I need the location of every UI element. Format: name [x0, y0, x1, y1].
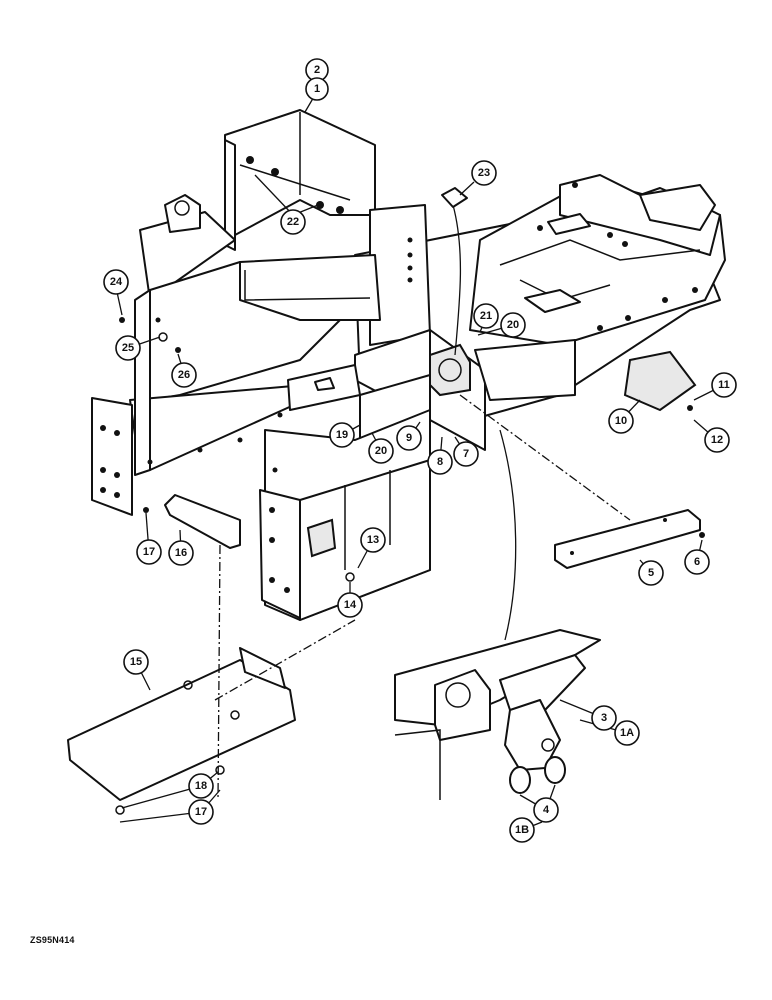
callout: 25	[115, 335, 141, 361]
svg-text:4: 4	[543, 804, 550, 816]
washer	[215, 765, 225, 775]
side-plate	[554, 509, 701, 569]
svg-text:18: 18	[195, 780, 207, 792]
callout: 15	[123, 649, 149, 675]
svg-text:1A: 1A	[620, 727, 634, 739]
svg-text:5: 5	[648, 567, 654, 579]
callout: 14	[337, 592, 363, 618]
svg-text:3: 3	[601, 712, 607, 724]
left-platform	[91, 194, 381, 516]
svg-text:1: 1	[314, 83, 320, 95]
alignment-line	[459, 394, 631, 521]
callout: 4	[533, 797, 559, 823]
bolt	[699, 532, 705, 538]
svg-text:8: 8	[437, 456, 443, 468]
callout: 9	[396, 425, 422, 451]
svg-text:2: 2	[314, 64, 320, 76]
callout: 20	[368, 438, 394, 464]
callout: 1	[305, 77, 329, 101]
alignment-line	[217, 544, 221, 801]
washer	[115, 805, 125, 815]
callout: 23	[471, 160, 497, 186]
nut	[175, 347, 181, 353]
svg-text:20: 20	[507, 319, 519, 331]
svg-text:22: 22	[287, 216, 299, 228]
callout: 16	[168, 540, 194, 566]
svg-text:11: 11	[718, 379, 730, 391]
diagonal-plate	[474, 339, 576, 401]
callout: 22	[280, 209, 306, 235]
callout: 20	[500, 312, 526, 338]
callout: 26	[171, 362, 197, 388]
washer	[345, 572, 355, 582]
callout: 13	[360, 527, 386, 553]
svg-text:17: 17	[143, 546, 155, 558]
svg-text:7: 7	[463, 448, 469, 460]
tower-frame	[224, 109, 431, 346]
callout: 7	[453, 441, 479, 467]
svg-text:17: 17	[195, 806, 207, 818]
svg-text:24: 24	[110, 276, 123, 288]
bolt	[687, 405, 693, 411]
svg-text:15: 15	[130, 656, 142, 668]
callout: 8	[427, 449, 453, 475]
bolt	[119, 317, 125, 323]
svg-text:10: 10	[615, 415, 627, 427]
inset-detail	[394, 629, 601, 800]
callout: 19	[329, 422, 355, 448]
callout: 5	[638, 560, 664, 586]
svg-text:1B: 1B	[515, 824, 529, 836]
mount-pad	[623, 350, 697, 412]
svg-text:26: 26	[178, 369, 190, 381]
clip	[441, 187, 468, 208]
callout: 12	[704, 427, 730, 453]
svg-text:21: 21	[480, 310, 492, 322]
svg-text:13: 13	[367, 534, 379, 546]
svg-text:20: 20	[375, 445, 387, 457]
callout: 17	[136, 539, 162, 565]
svg-text:12: 12	[711, 434, 723, 446]
bracket	[164, 494, 241, 549]
svg-text:14: 14	[344, 599, 357, 611]
callout: 24	[103, 269, 129, 295]
callout: 6	[684, 549, 710, 575]
svg-text:6: 6	[694, 556, 700, 568]
callout: 11	[711, 372, 737, 398]
callout: 21	[473, 303, 499, 329]
svg-text:9: 9	[406, 432, 412, 444]
callout: 17	[188, 799, 214, 825]
callout: 1A	[614, 720, 640, 746]
harness-line	[452, 204, 462, 356]
cover-plate	[67, 647, 296, 801]
drawing-code: ZS95N414	[30, 935, 75, 945]
bolt	[143, 507, 149, 513]
harness-line-2	[499, 429, 517, 641]
callout: 3	[591, 705, 617, 731]
alignment-line	[214, 619, 356, 701]
center-crossmember	[287, 329, 486, 456]
callout: 18	[188, 773, 214, 799]
svg-text:25: 25	[122, 342, 134, 354]
callout: 10	[608, 408, 634, 434]
svg-text:19: 19	[336, 429, 348, 441]
callout: 1B	[509, 817, 535, 843]
svg-text:23: 23	[478, 167, 490, 179]
svg-text:16: 16	[175, 547, 187, 559]
